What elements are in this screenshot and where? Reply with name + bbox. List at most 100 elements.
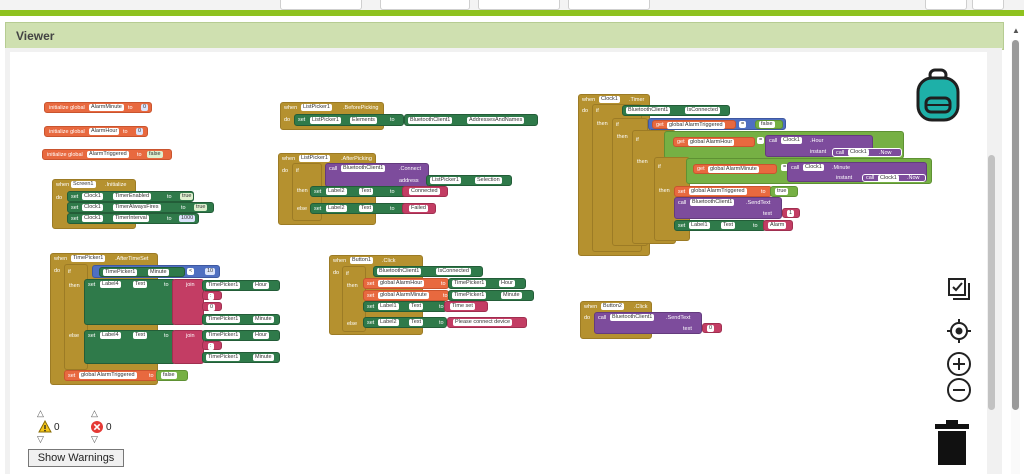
block-field[interactable]: = — [757, 137, 765, 144]
call-clock-minute[interactable]: call Clock1 .Minute instant call Clock1 … — [787, 162, 927, 182]
trash-icon[interactable] — [934, 420, 970, 466]
block-field[interactable]: BluetoothClient1 — [610, 314, 655, 321]
set-global-alarm-triggered-true[interactable]: set global AlarmTriggered to — [674, 186, 772, 197]
set-label1-text-alarm[interactable]: set Label1 Text to — [674, 220, 766, 231]
block-field[interactable]: Label1 — [378, 303, 399, 310]
timepicker-hour-getter[interactable]: TimePicker1 Hour — [202, 330, 280, 341]
set-label4-text-then[interactable]: set Label4 Text to — [84, 279, 176, 325]
block-field[interactable]: Time set — [450, 303, 475, 310]
block-field[interactable]: Minute — [253, 354, 274, 361]
set-label2-text-failed[interactable]: set Label2 Text to — [310, 203, 412, 214]
text-colon[interactable]: : — [202, 341, 222, 350]
set-global-alarm-minute[interactable]: set global AlarmMinute to — [363, 290, 449, 301]
get-global-alarm-minute[interactable]: get global AlarmMinute — [693, 164, 777, 174]
block-field[interactable]: Label2 — [378, 319, 399, 326]
timepicker-minute-getter[interactable]: TimePicker1 Minute — [202, 352, 280, 363]
block-field[interactable]: ListPicker1 — [301, 104, 332, 111]
get-global-alarm-triggered[interactable]: get global AlarmTriggered — [652, 120, 736, 129]
bluetooth-is-connected[interactable]: BluetoothClient1 IsConnected — [373, 266, 483, 277]
block-field[interactable]: Label1 — [689, 222, 710, 229]
block-field[interactable]: Text — [721, 222, 736, 229]
text-connected[interactable]: Connected — [402, 186, 448, 197]
show-warnings-button[interactable]: Show Warnings — [28, 449, 124, 467]
compare-hour-equals[interactable]: get global AlarmHour = call Clock1 .Hour… — [664, 131, 904, 159]
block-field[interactable]: TimerInterval — [113, 215, 149, 222]
block-field[interactable]: Hour — [253, 282, 269, 289]
toolbar-tab[interactable] — [280, 0, 362, 10]
text-please-connect[interactable]: Please connect device — [447, 317, 527, 328]
block-field[interactable]: Elements — [350, 117, 377, 124]
logic-false[interactable]: false — [755, 120, 783, 129]
block-field[interactable]: 1000 — [179, 215, 196, 222]
block-field[interactable]: true — [775, 188, 789, 195]
block-field[interactable]: AlarmTriggered — [87, 151, 129, 158]
call-clock-now[interactable]: call Clock1 .Now — [862, 174, 926, 182]
workspace-scrollbar[interactable] — [988, 155, 995, 410]
bluetooth-addresses-getter[interactable]: BluetoothClient1 AddressesAndNames — [404, 114, 538, 126]
checklist-icon[interactable] — [947, 277, 971, 301]
block-field[interactable]: Text — [133, 281, 148, 288]
block-field[interactable]: true — [180, 193, 194, 200]
block-field[interactable]: TimePicker1 — [206, 354, 241, 361]
timepicker-minute-getter[interactable]: TimePicker1 Minute — [202, 314, 280, 325]
block-field[interactable]: Label2 — [326, 188, 347, 195]
block-field[interactable]: Clock1 — [82, 215, 103, 222]
block-field[interactable]: = — [739, 121, 747, 128]
block-field[interactable]: Label4 — [100, 332, 121, 339]
timepicker-minute-getter[interactable]: TimePicker1 Minute — [448, 290, 534, 301]
block-field[interactable]: TimePicker1 — [71, 255, 106, 262]
block-field[interactable]: TimePicker1 — [206, 316, 241, 323]
compare-minute-less-than[interactable]: TimePicker1 Minute < 10 — [92, 265, 220, 278]
error-next-arrow[interactable]: ▽ — [91, 434, 98, 444]
block-field[interactable]: Button1 — [350, 257, 373, 264]
bluetooth-is-connected[interactable]: BluetoothClient1 IsConnected — [622, 105, 730, 116]
call-bluetooth-send-text[interactable]: call BluetoothClient1 .SendText text — [594, 312, 702, 334]
block-field[interactable]: true — [194, 204, 208, 211]
block-field[interactable]: = — [781, 164, 789, 171]
block-field[interactable]: Clock1 — [781, 137, 802, 144]
call-bluetooth-send-text[interactable]: call BluetoothClient1 .SendText text — [674, 197, 782, 219]
set-clock-timer-interval[interactable]: set Clock1 TimerInterval to 1000 — [67, 213, 199, 224]
call-clock-now[interactable]: call Clock1 .Now — [832, 148, 902, 157]
block-field[interactable]: IsConnected — [436, 268, 471, 275]
set-clock-timer-always-fires[interactable]: set Clock1 TimerAlwaysFires to true — [67, 202, 214, 213]
set-global-alarm-triggered[interactable]: set global AlarmTriggered to — [64, 370, 158, 381]
compare-alarm-triggered[interactable]: get global AlarmTriggered = false — [648, 118, 786, 130]
block-field[interactable]: Selection — [475, 177, 502, 184]
warning-prev-arrow[interactable]: △ — [37, 408, 44, 418]
block-field[interactable]: Clock1 — [82, 193, 103, 200]
text-failed[interactable]: Failed — [402, 203, 436, 214]
call-clock-hour[interactable]: call Clock1 .Hour instant call Clock1 .N… — [765, 135, 902, 157]
page-scrollbar-thumb[interactable] — [1012, 40, 1019, 410]
block-field[interactable]: global AlarmHour — [378, 280, 425, 287]
block-field[interactable]: ListPicker1 — [310, 117, 341, 124]
set-label2-text[interactable]: set Label2 Text to — [363, 317, 447, 328]
call-bluetooth-connect[interactable]: call BluetoothClient1 .Connect address — [325, 163, 429, 187]
block-field[interactable]: AlarmHour — [89, 128, 120, 135]
block-field[interactable]: 0 — [141, 104, 149, 111]
block-field[interactable]: TimePicker1 — [206, 332, 241, 339]
block-field[interactable]: BluetoothClient1 — [377, 268, 422, 275]
text-colon[interactable]: : — [202, 291, 222, 300]
block-field[interactable]: BluetoothClient1 — [408, 117, 453, 124]
block-field[interactable]: Label2 — [326, 205, 347, 212]
block-field[interactable]: Text — [359, 205, 374, 212]
zoom-out-icon[interactable] — [946, 377, 972, 403]
block-field[interactable]: false — [759, 121, 775, 128]
block-field[interactable]: global AlarmTriggered — [79, 372, 137, 379]
block-field[interactable]: BluetoothClient1 — [690, 199, 735, 206]
block-field[interactable]: 10 — [205, 268, 216, 275]
block-field[interactable]: false — [161, 372, 177, 379]
listpicker-selection-getter[interactable]: ListPicker1 Selection — [426, 175, 512, 186]
text-zero[interactable]: 0 — [702, 323, 722, 333]
block-field[interactable]: Label4 — [100, 281, 121, 288]
global-init-alarm-minute[interactable]: initialize global AlarmMinute to 0 — [44, 102, 152, 113]
scroll-up-arrow[interactable]: ▲ — [1012, 26, 1020, 35]
block-field[interactable]: ListPicker1 — [299, 155, 330, 162]
set-listpicker-elements[interactable]: set ListPicker1 Elements to — [294, 114, 404, 126]
toolbar-tab[interactable] — [568, 0, 650, 10]
block-field[interactable]: Text — [409, 319, 424, 326]
toolbar-tab[interactable] — [925, 0, 967, 10]
error-prev-arrow[interactable]: △ — [91, 408, 98, 418]
block-field[interactable]: Clock1 — [848, 149, 869, 156]
